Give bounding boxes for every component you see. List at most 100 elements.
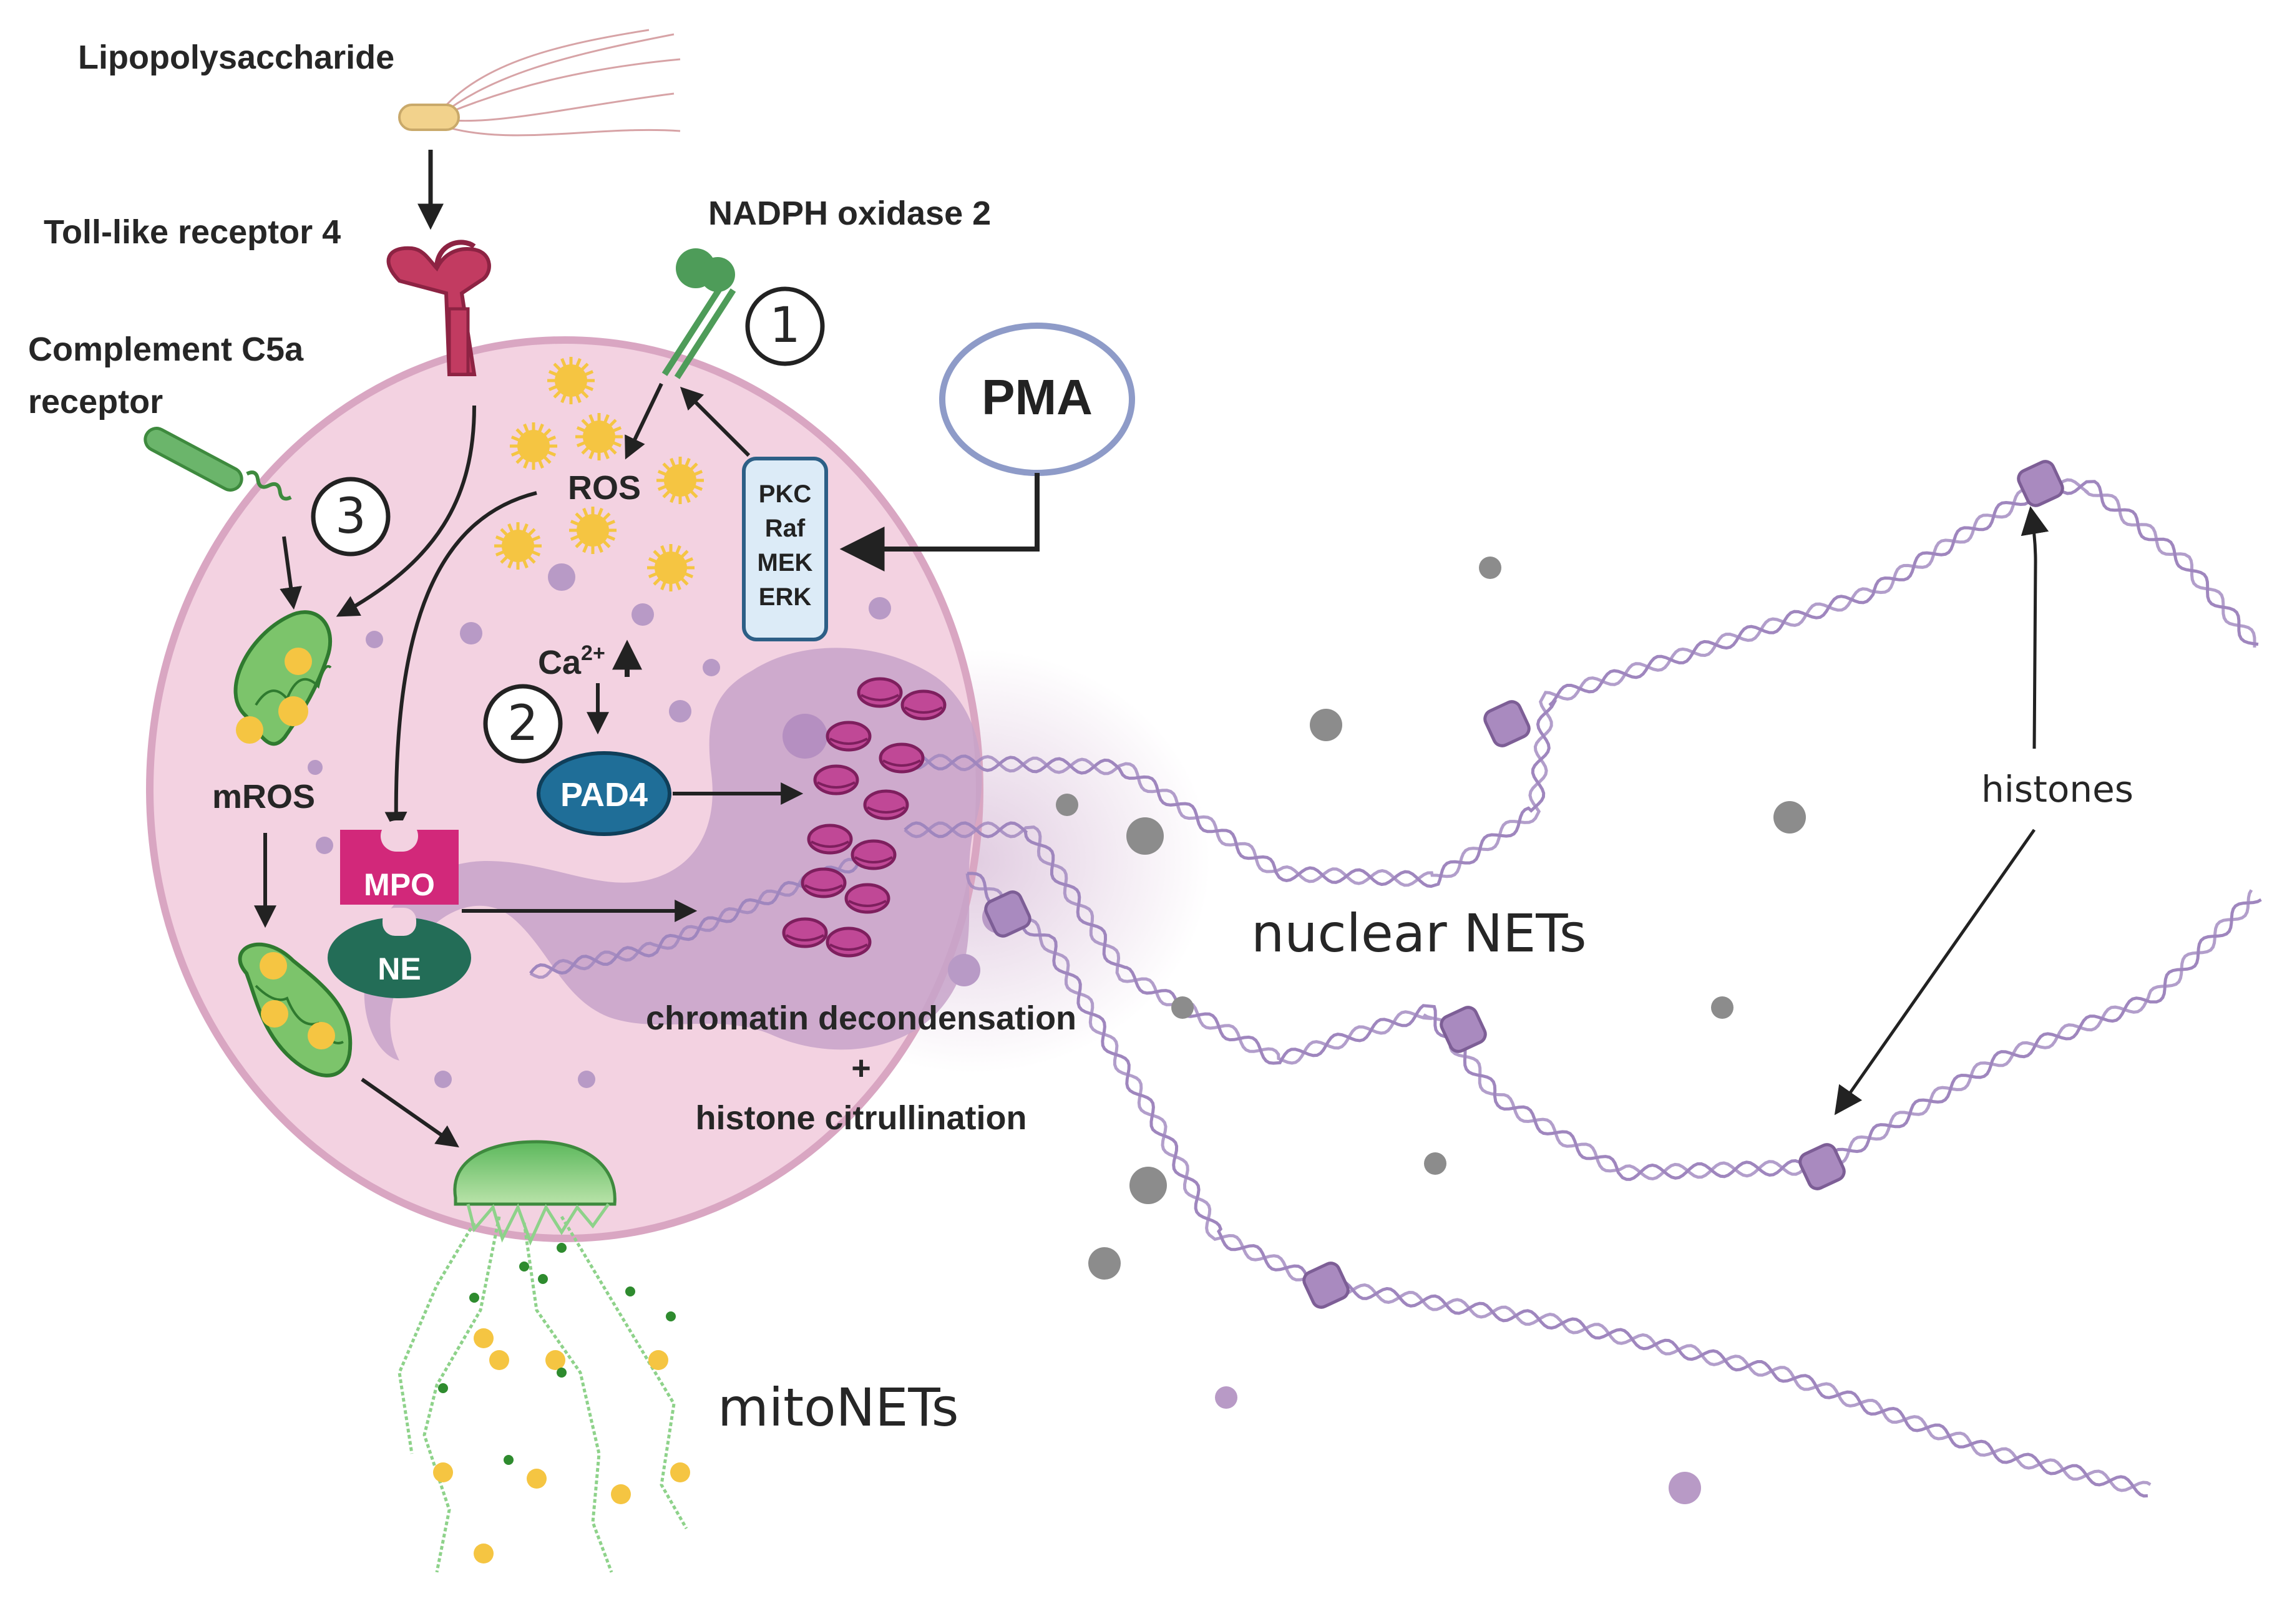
nadph-oxidase-icon — [661, 248, 736, 379]
ros-particles — [494, 357, 704, 591]
nucleosome — [879, 742, 925, 774]
histone-icon — [1440, 1006, 1487, 1053]
tlr4-receptor-icon — [386, 240, 491, 376]
mito-dna-strands — [397, 1215, 690, 1573]
ros-particle — [656, 457, 704, 504]
dna-strand — [965, 873, 2152, 1492]
pad4-enzyme — [537, 751, 671, 836]
ros-particle — [494, 522, 542, 570]
bacterium-icon — [398, 29, 681, 137]
granule — [1773, 801, 1806, 834]
granule — [1215, 1386, 1237, 1409]
mito-dna-bead — [504, 1455, 514, 1465]
mito-dna-bead — [666, 1311, 676, 1321]
mito-dna-bead — [625, 1286, 635, 1296]
granule — [948, 954, 980, 986]
histone-icon — [984, 890, 1031, 938]
mito-ros-particle — [648, 1350, 668, 1370]
nucleosome — [807, 824, 853, 855]
mito-ros-particle — [474, 1328, 494, 1348]
c5a-receptor-icon — [144, 427, 292, 501]
mito-dna-bead — [438, 1383, 448, 1393]
granule — [1310, 709, 1342, 741]
mito-ros-particle — [527, 1469, 547, 1489]
dna-strand — [967, 872, 2148, 1498]
chromatin-label-plus: + — [851, 1049, 871, 1087]
chromatin-label-line2: histone citrullination — [695, 1099, 1026, 1137]
pad4-label: PAD4 — [560, 776, 648, 814]
nadph-oxidase-label: NADPH oxidase 2 — [708, 195, 991, 232]
mitochondrion-icon — [238, 942, 353, 1077]
mito-dna-bead — [538, 1274, 548, 1284]
granule — [1669, 1472, 1701, 1504]
granule — [1088, 1247, 1121, 1280]
histones-label: histones — [1981, 768, 2133, 810]
granule — [1056, 794, 1078, 816]
nucleosome — [844, 883, 890, 914]
mitonets-label: mitoNETs — [718, 1377, 959, 1438]
nucleosome — [801, 867, 847, 898]
mito-strand — [422, 1216, 501, 1573]
granule — [1129, 1167, 1167, 1204]
kinase-cascade-box — [742, 457, 828, 641]
step-3-marker — [311, 477, 391, 557]
calcium-label: Ca2+ — [538, 641, 605, 681]
ros-particle — [569, 507, 617, 554]
lipopolysaccharide-label: Lipopolysaccharide — [78, 39, 394, 76]
mito-ros-particle — [474, 1544, 494, 1563]
ros-particle — [547, 357, 595, 404]
c5a-label-line1: Complement C5a — [28, 331, 304, 368]
histone-icon — [1483, 700, 1531, 747]
nucleosome — [782, 917, 828, 948]
histone-icon — [2017, 460, 2064, 507]
mito-strand — [560, 1215, 688, 1530]
mito-ros-particle — [670, 1462, 690, 1482]
granule — [1171, 996, 1194, 1019]
step-1-number: 1 — [769, 298, 801, 354]
c5a-label-line2: receptor — [28, 383, 163, 421]
step-3-number: 3 — [335, 489, 366, 545]
kinase-pkc: PKC — [759, 480, 811, 508]
pma-label: PMA — [982, 369, 1093, 425]
mito-strand — [522, 1222, 613, 1573]
mito-strand — [397, 1222, 476, 1454]
mito-dna-bead — [557, 1368, 567, 1378]
mito-ros-particle — [545, 1350, 565, 1370]
histone-icon — [1798, 1143, 1846, 1190]
mito-dna-bead — [519, 1262, 529, 1271]
nucleus — [364, 648, 982, 1061]
nucleosome — [851, 839, 897, 870]
nuclear-nets-label: nuclear NETs — [1251, 903, 1586, 964]
ros-particle — [510, 422, 557, 470]
mito-ros-particle — [489, 1350, 509, 1370]
nucleosome — [826, 721, 872, 752]
nucleosome — [813, 764, 859, 795]
nucleosome — [900, 689, 947, 721]
kinase-erk: ERK — [759, 583, 812, 611]
ne-enzyme — [328, 917, 471, 998]
dna-strand — [904, 821, 2253, 1181]
mitochondrion-icon — [233, 610, 332, 746]
granule — [1424, 1152, 1446, 1175]
step-2-marker — [483, 684, 563, 764]
ne-label: NE — [378, 951, 421, 986]
nucleosome — [863, 789, 909, 820]
mito-dna-bead — [469, 1293, 479, 1303]
nucleosome-stack — [782, 677, 947, 958]
granule — [1711, 996, 1733, 1019]
mpo-label: MPO — [364, 867, 435, 902]
mito-ros-particle — [433, 1462, 453, 1482]
granule — [1479, 557, 1501, 579]
granule — [1126, 817, 1164, 855]
chromatin-label-line1: chromatin decondensation — [646, 999, 1076, 1037]
nucleosome — [857, 677, 903, 708]
histone-icon — [1302, 1262, 1350, 1309]
step-1-marker — [745, 286, 825, 366]
mito-ros-particle — [611, 1484, 631, 1504]
tlr4-label: Toll-like receptor 4 — [44, 213, 341, 251]
mros-label: mROS — [212, 778, 315, 815]
net-granules — [948, 557, 1806, 1504]
step-2-number: 2 — [507, 696, 539, 752]
ros-particle — [647, 544, 695, 591]
